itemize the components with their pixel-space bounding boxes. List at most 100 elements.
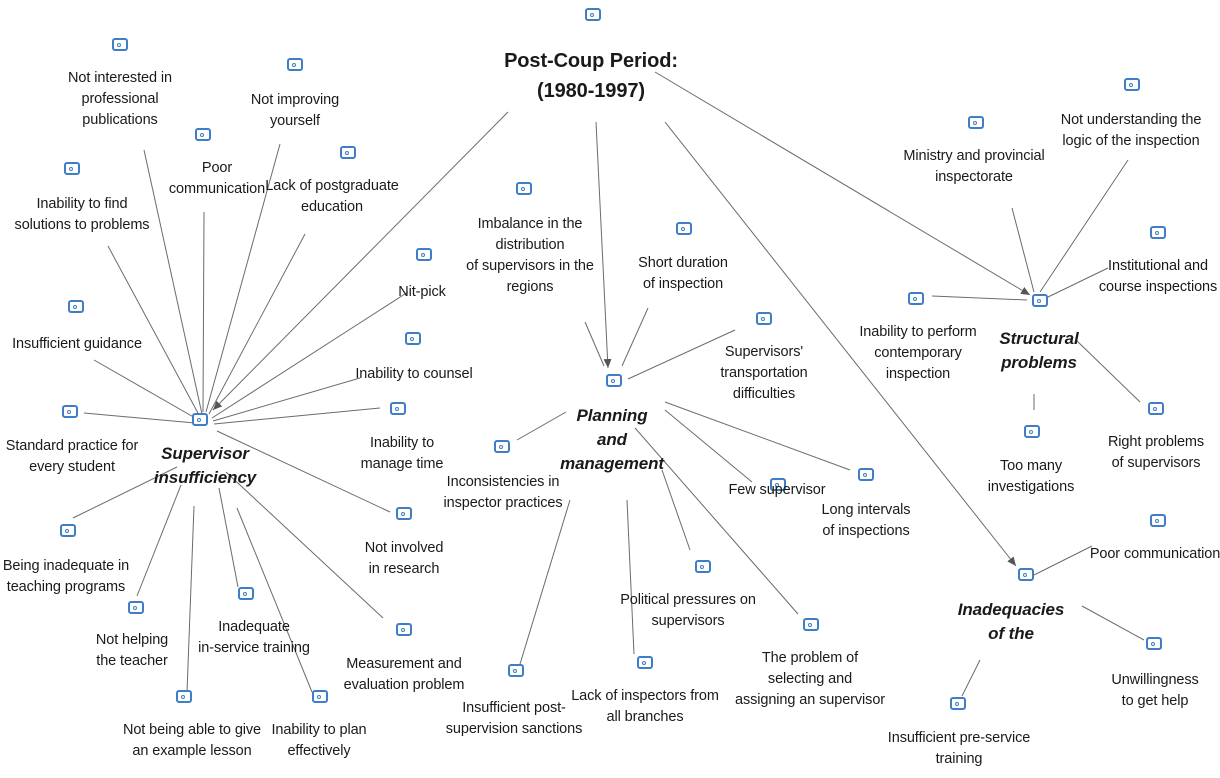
node-not-involved-in-research-line: Not involved <box>364 540 444 556</box>
node-lack-of-inspectors-from-all-branches-line: Lack of inspectors from <box>571 688 719 704</box>
node-political-pressures-attachment-icon[interactable] <box>695 560 711 573</box>
node-insufficient-pre-service-training-attachment-icon[interactable] <box>950 697 966 710</box>
node-right-problems-of-supervisors-attachment-icon[interactable] <box>1148 402 1164 415</box>
node-not-interested-in-publications-attachment-icon[interactable] <box>112 38 128 51</box>
node-not-improving-yourself-attachment-icon[interactable] <box>287 58 303 71</box>
node-being-inadequate-in-teaching-attachment-icon[interactable] <box>60 524 76 537</box>
root-node[interactable]: Post-Coup Period:(1980-1997) <box>504 46 678 106</box>
node-ministry-and-provincial-attachment-icon[interactable] <box>968 116 984 129</box>
node-not-helping-the-teacher-line: the teacher <box>96 653 168 669</box>
node-not-interested-in-publications-line: professional <box>81 91 159 107</box>
node-inability-to-counsel-attachment-icon[interactable] <box>405 332 421 345</box>
node-inability-to-manage-time-line: manage time <box>360 456 444 472</box>
node-not-being-able-to-give-example-lesson-attachment-icon[interactable] <box>176 690 192 703</box>
node-insufficient-guidance[interactable]: Insufficient guidance <box>12 334 142 355</box>
edge-root-supervisor <box>212 111 509 411</box>
node-insufficient-post-supervision-sanctions-attachment-icon[interactable] <box>508 664 524 677</box>
category-supervisor-insufficiency-attachment-icon[interactable] <box>192 413 208 426</box>
node-insufficient-post-supervision-sanctions[interactable]: Insufficient post-supervision sanctions <box>446 698 583 740</box>
node-unwillingness-to-get-help[interactable]: Unwillingness to get help <box>1111 670 1198 712</box>
category-planning-and-management-attachment-icon[interactable] <box>606 374 622 387</box>
node-institutional-and-course-attachment-icon[interactable] <box>1150 226 1166 239</box>
node-selecting-and-assigning-line: selecting and <box>767 671 853 687</box>
root-node-attachment-icon[interactable] <box>585 8 601 21</box>
node-unwillingness-to-get-help-attachment-icon[interactable] <box>1146 637 1162 650</box>
node-nit-pick-attachment-icon[interactable] <box>416 248 432 261</box>
node-inability-to-perform-contemporary-attachment-icon[interactable] <box>908 292 924 305</box>
node-poor-communication-inadequacies[interactable]: Poor communication <box>1090 544 1220 565</box>
node-not-helping-the-teacher-attachment-icon[interactable] <box>128 601 144 614</box>
node-imbalance-in-distribution-attachment-icon[interactable] <box>516 182 532 195</box>
edge-root-inadequacies <box>664 121 1017 567</box>
node-few-supervisor-attachment-icon[interactable] <box>770 478 786 491</box>
node-nit-pick[interactable]: Nit-pick <box>398 282 446 303</box>
node-transportation-difficulties-attachment-icon[interactable] <box>756 312 772 325</box>
node-imbalance-in-distribution-line: distribution <box>495 237 565 253</box>
node-poor-communication-supervisor-attachment-icon[interactable] <box>195 128 211 141</box>
category-inadequacies-of-the-attachment-icon[interactable] <box>1018 568 1034 581</box>
node-inability-to-manage-time-attachment-icon[interactable] <box>390 402 406 415</box>
node-short-duration-of-inspection-attachment-icon[interactable] <box>676 222 692 235</box>
node-insufficient-guidance-attachment-icon[interactable] <box>68 300 84 313</box>
root-node-line: (1980-1997) <box>537 80 645 102</box>
node-nit-pick-line: Nit-pick <box>398 284 446 300</box>
node-lack-of-postgraduate-education-attachment-icon[interactable] <box>340 146 356 159</box>
node-lack-of-inspectors-from-all-branches-attachment-icon[interactable] <box>637 656 653 669</box>
node-inability-to-find-solutions-attachment-icon[interactable] <box>64 162 80 175</box>
node-inadequate-in-service-training-attachment-icon[interactable] <box>238 587 254 600</box>
node-unwillingness-to-get-help-line: Unwillingness <box>1111 672 1199 688</box>
node-not-involved-in-research-attachment-icon[interactable] <box>396 507 412 520</box>
node-unwillingness-to-get-help-line: to get help <box>1121 693 1189 709</box>
node-poor-communication-inadequacies-attachment-icon[interactable] <box>1150 514 1166 527</box>
node-long-intervals-of-inspections-line: Long intervals <box>821 502 911 518</box>
node-not-interested-in-publications-line: publications <box>82 112 158 128</box>
node-inability-to-counsel[interactable]: Inability to counsel <box>355 364 472 385</box>
node-few-supervisor[interactable]: Few supervisor <box>729 480 826 501</box>
node-not-understanding-logic-attachment-icon[interactable] <box>1124 78 1140 91</box>
node-standard-practice-attachment-icon[interactable] <box>62 405 78 418</box>
node-long-intervals-of-inspections-attachment-icon[interactable] <box>858 468 874 481</box>
node-too-many-investigations-attachment-icon[interactable] <box>1024 425 1040 438</box>
category-planning-and-management-line: management <box>560 454 664 473</box>
node-ministry-and-provincial-line: Ministry and provincial <box>903 148 1045 164</box>
node-selecting-and-assigning-attachment-icon[interactable] <box>803 618 819 631</box>
node-inconsistencies-in-inspector-practices-attachment-icon[interactable] <box>494 440 510 453</box>
node-measurement-and-evaluation-attachment-icon[interactable] <box>396 623 412 636</box>
category-structural-problems-attachment-icon[interactable] <box>1032 294 1048 307</box>
node-inability-to-plan-effectively-attachment-icon[interactable] <box>312 690 328 703</box>
